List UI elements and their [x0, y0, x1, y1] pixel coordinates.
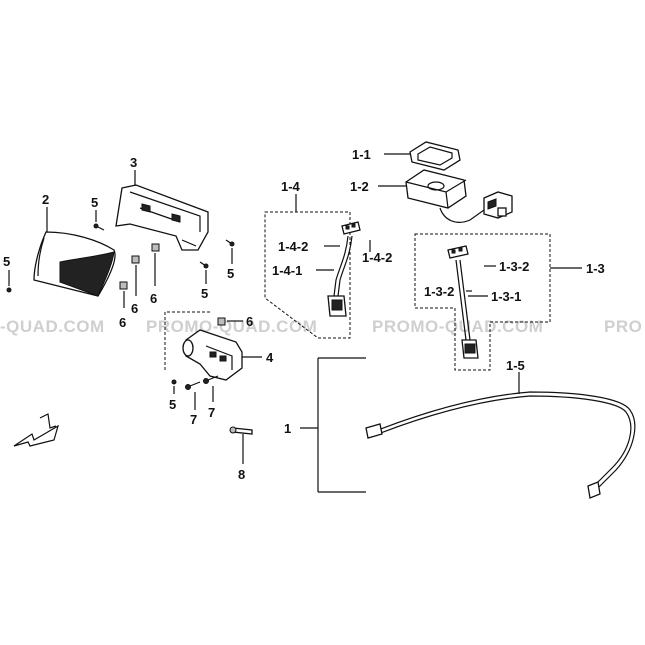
screw-part[interactable] [6, 287, 12, 293]
part-label-5[interactable]: 5 [91, 195, 98, 210]
part-label-6[interactable]: 6 [150, 291, 157, 306]
part-label-1-4-2[interactable]: 1-4-2 [278, 239, 308, 254]
switch-bracket-part[interactable] [182, 329, 243, 381]
front-direction-icon [13, 413, 59, 447]
part-label-1-3-2[interactable]: 1-3-2 [499, 259, 529, 274]
harness-1-4-part[interactable] [327, 221, 361, 317]
screw-part[interactable] [93, 223, 105, 231]
part-label-7[interactable]: 7 [208, 405, 215, 420]
clip-part[interactable] [119, 243, 226, 326]
part-label-5[interactable]: 5 [169, 397, 176, 412]
part-label-1-3[interactable]: 1-3 [586, 261, 605, 276]
watermark-segment: PROMO-QUAD.COM [146, 317, 317, 336]
part-label-6[interactable]: 6 [246, 314, 253, 329]
part-label-8[interactable]: 8 [238, 467, 245, 482]
part-label-1-4-2[interactable]: 1-4-2 [362, 250, 392, 265]
part-label-3[interactable]: 3 [130, 155, 137, 170]
part-label-1-2[interactable]: 1-2 [350, 179, 369, 194]
assembly-guide [164, 311, 212, 370]
part-label-4[interactable]: 4 [266, 350, 274, 365]
part-label-1-1[interactable]: 1-1 [352, 147, 371, 162]
speedometer-cable-part[interactable] [365, 391, 636, 499]
watermark-segment: PROMO-QUAD.COM [372, 317, 543, 336]
assembly-box-1-4 [264, 211, 351, 339]
assembly-box-1-3 [414, 233, 551, 371]
bolt-part[interactable] [185, 375, 219, 390]
part-label-1[interactable]: 1 [284, 421, 291, 436]
part-label-6[interactable]: 6 [131, 301, 138, 316]
harness-1-3-part[interactable] [447, 245, 479, 359]
part-label-1-4[interactable]: 1-4 [281, 179, 301, 194]
visor-part[interactable] [33, 231, 116, 297]
part-label-5[interactable]: 5 [3, 254, 10, 269]
screw-part[interactable] [199, 261, 209, 269]
screw-part[interactable] [171, 379, 177, 385]
part-label-1-3-1[interactable]: 1-3-1 [491, 289, 521, 304]
part-label-1-5[interactable]: 1-5 [506, 358, 525, 373]
watermark: -QUAD.COM PROMO-QUAD.COM PROMO-QUAD.COM … [0, 317, 642, 336]
part-label-1-4-1[interactable]: 1-4-1 [272, 263, 302, 278]
part-label-5[interactable]: 5 [201, 286, 208, 301]
meter-body-part[interactable] [405, 169, 485, 223]
screw-part[interactable] [225, 239, 235, 247]
pin-part[interactable] [229, 426, 253, 435]
part-label-5[interactable]: 5 [227, 266, 234, 281]
meter-lens-part[interactable] [409, 141, 461, 171]
watermark-segment: -QUAD.COM [0, 317, 105, 336]
part-label-6[interactable]: 6 [119, 315, 126, 330]
meter-housing-part[interactable] [115, 184, 209, 251]
part-label-1-3-2[interactable]: 1-3-2 [424, 284, 454, 299]
part-label-7[interactable]: 7 [190, 412, 197, 427]
part-label-2[interactable]: 2 [42, 192, 49, 207]
meter-connector-part[interactable] [483, 191, 513, 219]
watermark-segment: PRO [604, 317, 642, 336]
